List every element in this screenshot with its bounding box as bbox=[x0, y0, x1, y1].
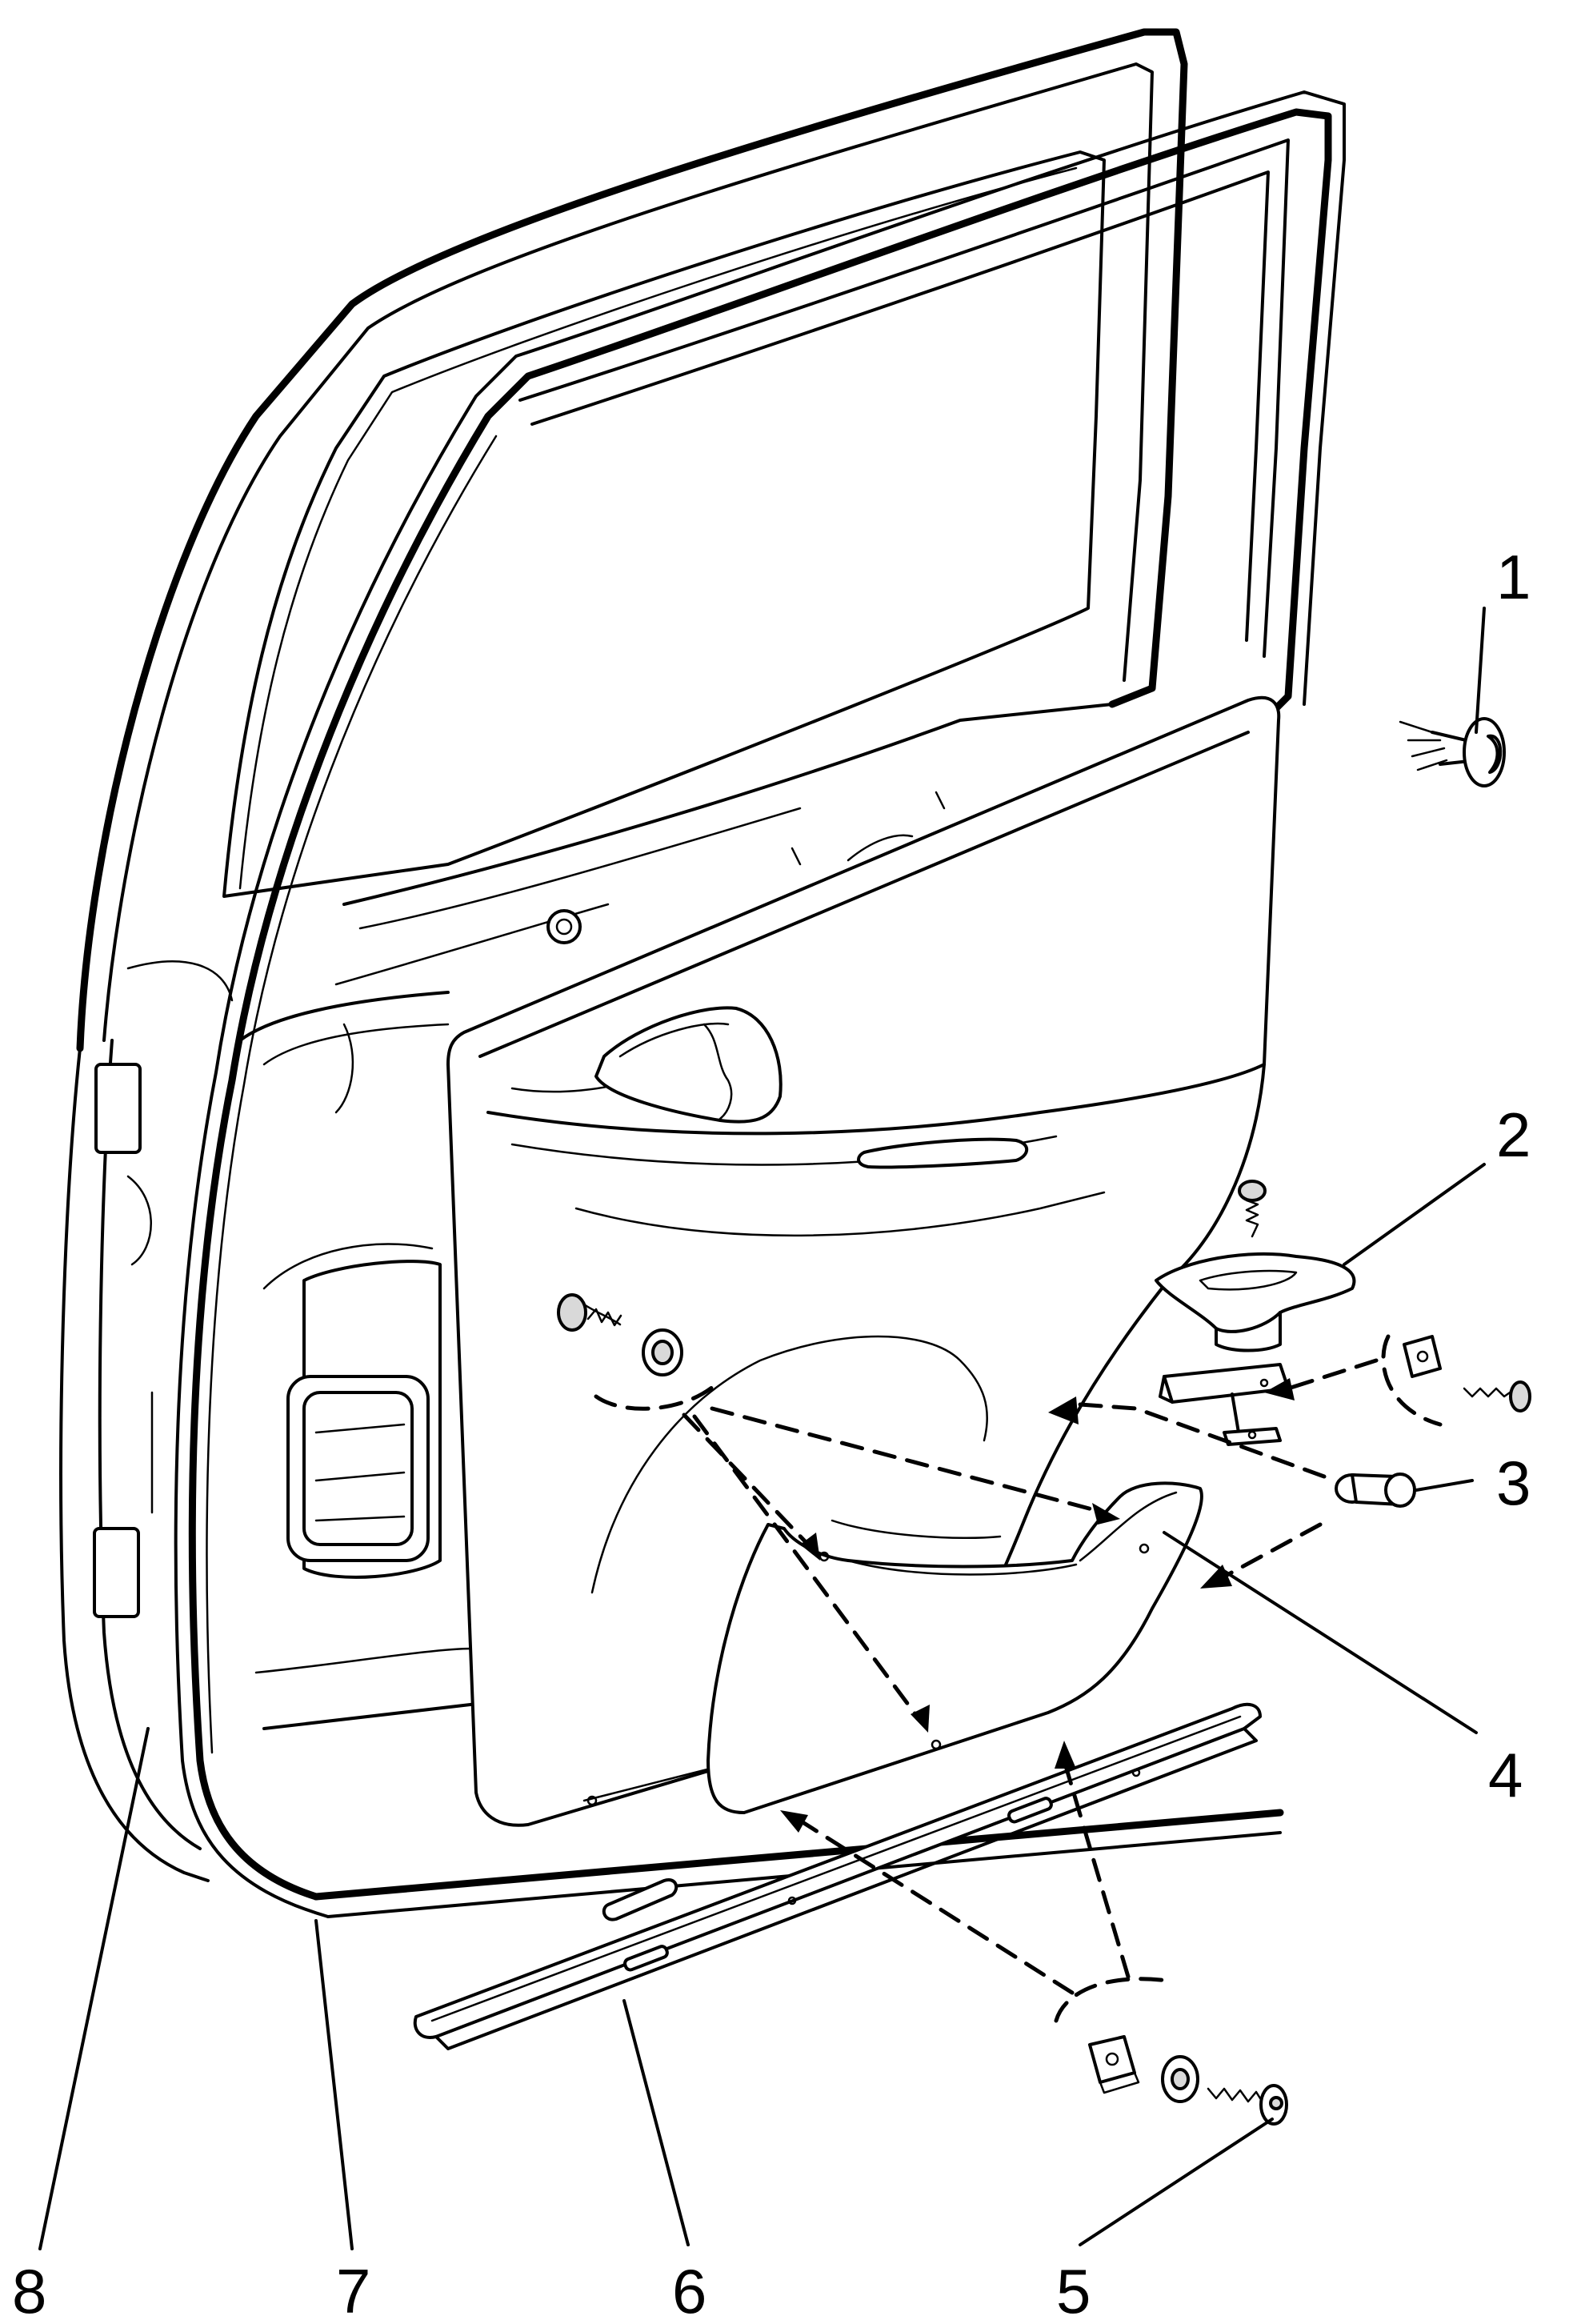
arrow-head bbox=[1048, 1396, 1079, 1424]
sill-pin bbox=[602, 1878, 678, 1921]
leader-5 bbox=[1079, 2118, 1274, 2246]
leader-1 bbox=[1475, 607, 1486, 734]
lower-trim-insert bbox=[706, 1481, 1203, 1814]
bracket-screw bbox=[1238, 1180, 1267, 1238]
arrow-head bbox=[1200, 1565, 1232, 1589]
pull-handle-bracket bbox=[1155, 1180, 1531, 1446]
callout-3: 3 bbox=[1496, 1448, 1531, 1518]
door-trim-panel bbox=[446, 695, 1281, 1827]
leader-2 bbox=[1343, 1163, 1486, 1266]
door-frame bbox=[59, 28, 1188, 1882]
arrow-head bbox=[1264, 1378, 1295, 1400]
arrow-head bbox=[1092, 1503, 1120, 1525]
leader-lines bbox=[38, 607, 1486, 2250]
panel-screw bbox=[557, 1293, 622, 1332]
arrow-head bbox=[1055, 1741, 1076, 1769]
callout-8: 8 bbox=[12, 2256, 46, 2324]
panel-washer bbox=[642, 1328, 683, 1376]
leader-7 bbox=[314, 1919, 354, 2250]
trim-nut bbox=[1088, 2035, 1140, 2094]
assembly-arrows bbox=[682, 1358, 1379, 2023]
weatherstrip bbox=[174, 90, 1346, 1918]
trim-screw bbox=[1207, 2084, 1288, 2126]
sill-plate bbox=[413, 1702, 1262, 2050]
callout-5: 5 bbox=[1056, 2256, 1091, 2324]
callout-6: 6 bbox=[672, 2256, 706, 2324]
callout-4: 4 bbox=[1488, 1740, 1523, 1810]
bracket-bolt bbox=[1463, 1380, 1531, 1412]
leader-6 bbox=[622, 1999, 690, 2246]
push-in-retainer bbox=[1399, 717, 1506, 787]
leader-3 bbox=[1415, 1479, 1474, 1492]
callout-1: 1 bbox=[1496, 542, 1531, 612]
arrow-head bbox=[800, 1533, 820, 1561]
callout-7: 7 bbox=[336, 2256, 370, 2324]
callout-2: 2 bbox=[1496, 1100, 1531, 1170]
trim-screw-set bbox=[1088, 2035, 1288, 2126]
trim-washer bbox=[1161, 2055, 1199, 2103]
arrow-head bbox=[780, 1810, 808, 1833]
pin-retainer bbox=[1335, 1473, 1416, 1508]
leader-8 bbox=[38, 1727, 150, 2250]
bracket-nut bbox=[1403, 1335, 1442, 1378]
callout-labels: 1 2 3 4 5 6 7 8 bbox=[12, 542, 1531, 2324]
arrow-head bbox=[911, 1705, 930, 1733]
leader-4 bbox=[1163, 1531, 1478, 1734]
